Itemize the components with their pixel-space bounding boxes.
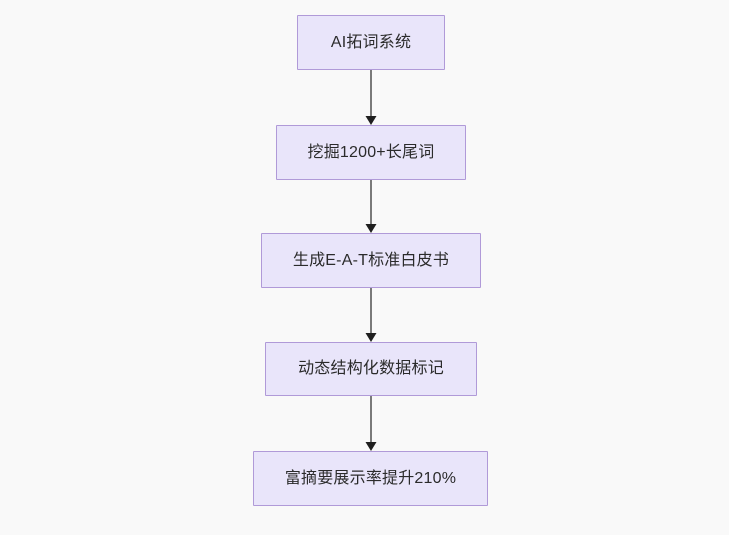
edge-arrowhead-icon: [365, 442, 377, 451]
flow-node-label: 富摘要展示率提升210%: [284, 469, 457, 487]
flow-node-ai-keyword-system[interactable]: AI拓词系统: [297, 15, 445, 70]
edge-arrowhead-icon: [365, 224, 377, 233]
flow-node-label: 挖掘1200+长尾词: [307, 143, 435, 161]
edge-arrowhead-icon: [365, 333, 377, 342]
edge-arrowhead-icon: [365, 116, 377, 125]
flow-node-generate-eat-whitepaper[interactable]: 生成E-A-T标准白皮书: [261, 233, 481, 288]
flow-node-label: AI拓词系统: [330, 33, 412, 51]
flow-node-label: 生成E-A-T标准白皮书: [292, 251, 450, 269]
flow-node-dynamic-structured-data-markup[interactable]: 动态结构化数据标记: [265, 342, 477, 396]
flow-node-rich-snippet-impression-uplift[interactable]: 富摘要展示率提升210%: [253, 451, 488, 506]
flow-node-label: 动态结构化数据标记: [298, 360, 444, 378]
flow-node-mine-longtail-keywords[interactable]: 挖掘1200+长尾词: [276, 125, 466, 180]
